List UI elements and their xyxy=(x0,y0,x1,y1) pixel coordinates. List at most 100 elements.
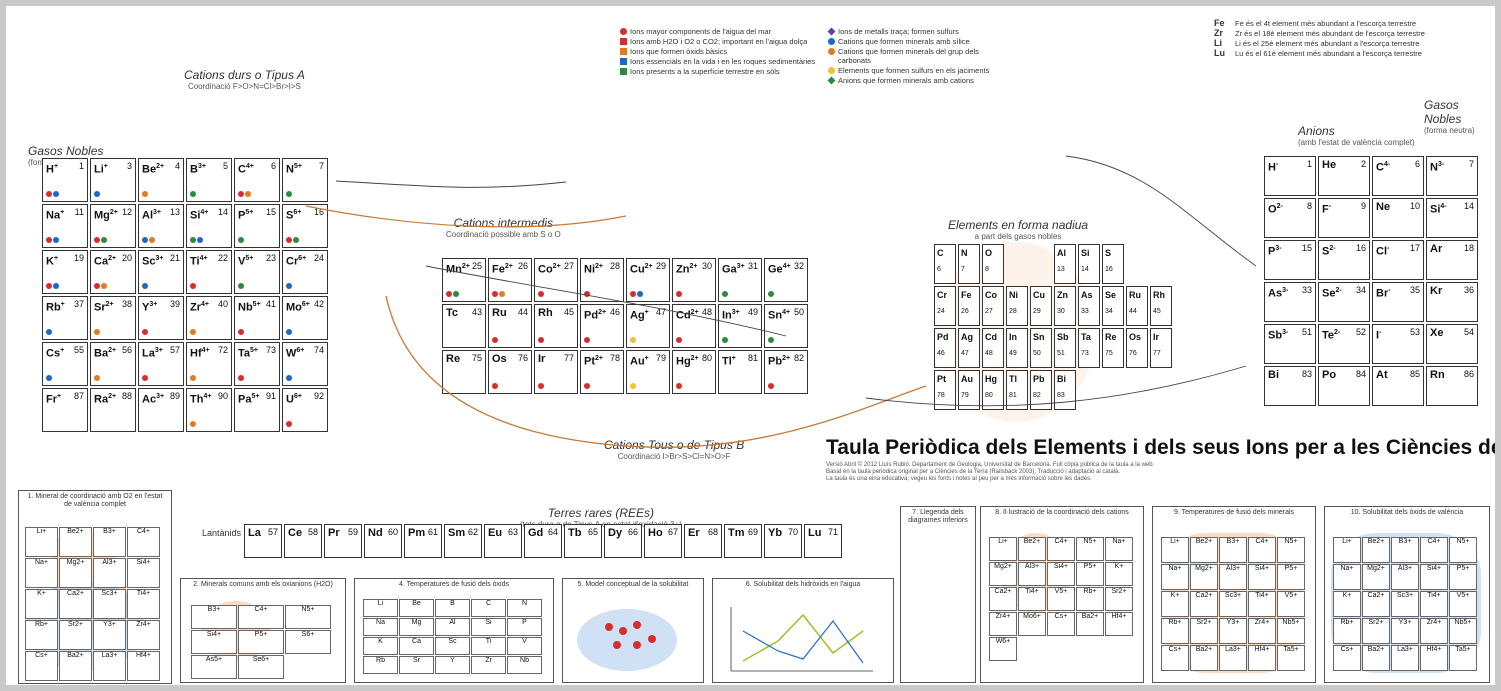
inset-cell: Li+ xyxy=(1333,537,1361,563)
inset-cell: Cs+ xyxy=(1047,612,1075,636)
square-marker-icon xyxy=(620,68,627,75)
element-symbol: Pd2+ xyxy=(584,309,607,322)
element-symbol: Re xyxy=(1105,332,1117,342)
atomic-number: 45 xyxy=(1153,308,1161,315)
credit-line: Basat en la taula periòdica original per… xyxy=(826,469,1121,475)
atomic-number: 6 xyxy=(1414,159,1420,169)
atomic-number: 19 xyxy=(73,253,84,263)
inset-cell: Zr4+ xyxy=(127,620,160,650)
element-sc: Sc3+21 xyxy=(138,250,184,294)
element-symbol: Ar xyxy=(1430,243,1443,255)
legend-item: Ions mayor components de l'aigua del mar xyxy=(620,27,820,36)
inset-10: 10. Solubilitat dels òxids de valència L… xyxy=(1324,506,1490,683)
inset-cell: Rb xyxy=(363,656,398,674)
element-symbol: Ge4+ xyxy=(768,263,791,276)
atomic-number: 62 xyxy=(467,527,478,537)
property-markers xyxy=(722,335,758,344)
atomic-number: 73 xyxy=(1081,350,1089,357)
atomic-number: 38 xyxy=(121,299,132,309)
atomic-number: 92 xyxy=(313,391,324,401)
element-symbol: Ga3+ xyxy=(722,263,745,276)
atomic-number: 78 xyxy=(609,353,620,363)
element-symbol: Kr xyxy=(1430,285,1443,297)
element-symbol: Hg xyxy=(985,374,997,384)
element-k: K+19 xyxy=(42,250,88,294)
element-symbol: Xe xyxy=(1430,327,1444,339)
element-symbol: Cl- xyxy=(1376,245,1390,258)
element-symbol: As xyxy=(1081,290,1093,300)
inset-cell: Rb+ xyxy=(1076,587,1104,611)
element-zr: Zr4+40 xyxy=(186,296,232,340)
legend-left: Ions mayor components de l'aigua del mar… xyxy=(620,26,820,77)
element-symbol: Pt2+ xyxy=(584,355,603,368)
atomic-number: 81 xyxy=(1009,392,1017,399)
atomic-number: 5 xyxy=(222,161,228,171)
legend-item: Elements que formen sulfurs en els jacim… xyxy=(828,66,998,75)
property-markers xyxy=(190,235,228,244)
atomic-number: 74 xyxy=(313,345,324,355)
inset-cell: Si4+ xyxy=(1420,564,1448,590)
inset-cell: Ti4+ xyxy=(1018,587,1046,611)
inset-cell: B3+ xyxy=(93,527,126,557)
inset-cell: Sc3+ xyxy=(1391,591,1419,617)
element-symbol: U6+ xyxy=(286,393,302,406)
element-sr: Sr2+38 xyxy=(90,296,136,340)
property-markers xyxy=(630,335,666,344)
inset-cell: Y3+ xyxy=(1219,618,1247,644)
element-symbol: Al xyxy=(1057,248,1066,258)
inset-cell: V5+ xyxy=(1277,591,1305,617)
atomic-number: 22 xyxy=(217,253,228,263)
anion-o: O2-8 xyxy=(1264,198,1316,238)
element-c: C4+6 xyxy=(234,158,280,202)
property-markers xyxy=(492,381,528,390)
property-markers xyxy=(142,235,180,244)
element-symbol: C4- xyxy=(1376,161,1391,174)
legend-label: Cations que formen minerals amb sílice xyxy=(838,37,970,46)
atomic-number: 33 xyxy=(1301,285,1312,295)
inset-cell: Ca xyxy=(399,637,434,655)
element-symbol: Rb+ xyxy=(46,301,65,314)
element-symbol: N xyxy=(961,248,968,258)
atomic-number: 9 xyxy=(1360,201,1366,211)
element-li: Li+3 xyxy=(90,158,136,202)
inset-cell: C xyxy=(471,599,506,617)
atomic-number: 67 xyxy=(667,527,678,537)
element-symbol: In3+ xyxy=(722,309,740,322)
element-ti: Ti4+22 xyxy=(186,250,232,294)
atomic-number: 28 xyxy=(609,261,620,271)
property-markers xyxy=(142,281,180,290)
atomic-number: 37 xyxy=(73,299,84,309)
inset-cell: C4+ xyxy=(238,605,284,629)
element-mo: Mo6+42 xyxy=(282,296,328,340)
element-symbol: S2- xyxy=(1322,245,1336,258)
anion-h: H-1 xyxy=(1264,156,1316,196)
element-symbol: Sb xyxy=(1057,332,1069,342)
atomic-number: 49 xyxy=(1009,350,1017,357)
inset-cell: K+ xyxy=(1333,591,1361,617)
inset-5: 5. Model conceptual de la solubilitat xyxy=(562,578,704,683)
property-markers xyxy=(286,281,324,290)
inset-cell: Ti4+ xyxy=(127,589,160,619)
element-symbol: Pa5+ xyxy=(238,393,260,406)
element-symbol: Ir xyxy=(1153,332,1160,342)
legend-item: Ions amb H2O i O2 o CO2; important en l'… xyxy=(620,37,820,46)
element-s: S6+16 xyxy=(282,204,328,248)
element-symbol: Nb5+ xyxy=(238,301,261,314)
atomic-number: 1 xyxy=(1306,159,1312,169)
inset-cell: N5+ xyxy=(1277,537,1305,563)
atomic-number: 2 xyxy=(1360,159,1366,169)
inset-cell: Rb+ xyxy=(1333,618,1361,644)
inset-cell: Zr xyxy=(471,656,506,674)
inset-cell: Sc3+ xyxy=(93,589,126,619)
atomic-number: 58 xyxy=(307,527,318,537)
